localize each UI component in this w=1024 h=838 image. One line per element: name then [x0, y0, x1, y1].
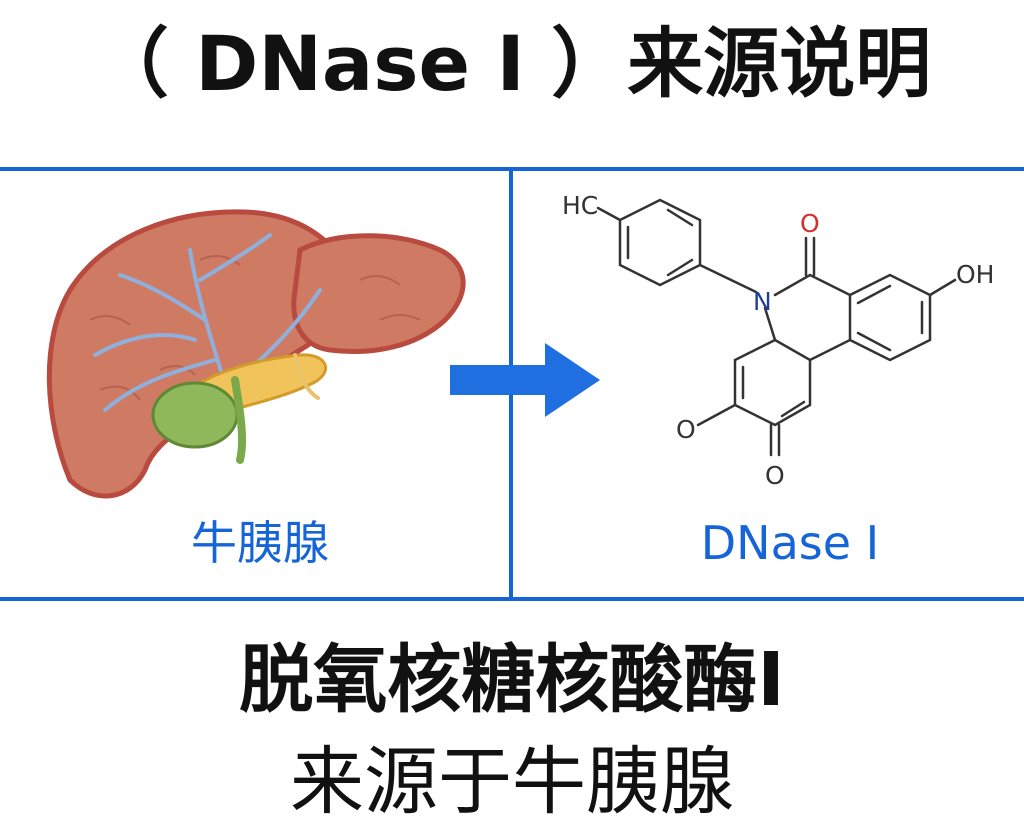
atom-methyl: HC [562, 191, 598, 220]
bond-hydroxyl [928, 278, 957, 297]
molecule-structure: HC N O OH O O [562, 191, 994, 490]
arrow-icon [450, 343, 600, 417]
enzyme-label: DNase I [700, 516, 880, 570]
bond-lower-ring [733, 338, 812, 427]
atom-ketone-oxygen: O [765, 461, 785, 490]
liver-texture [89, 255, 421, 401]
vessel-network [93, 233, 322, 412]
bond-methyl [596, 206, 622, 222]
atom-nitrogen: N [753, 287, 772, 316]
bile-duct [231, 376, 247, 464]
bond-phenyl-double [626, 208, 694, 277]
bond-n-ring [763, 306, 777, 342]
ligament [293, 353, 320, 400]
bond-phenyl-n [698, 263, 758, 294]
organ-illustration [46, 209, 466, 499]
bond-right-ring [848, 273, 932, 362]
gallbladder [151, 381, 239, 449]
source-label: 牛胰腺 [191, 516, 329, 570]
bond-oxy-left [696, 403, 737, 427]
bond-right-ring-double [856, 284, 924, 352]
bond-phenyl-ring [618, 198, 702, 287]
enzyme-chinese-name: 脱氧核糖核酸酶I [239, 637, 785, 723]
atom-hydroxyl: OH [956, 260, 994, 289]
atom-oxy-left: O [676, 415, 696, 444]
bond-lower-ring-double [741, 365, 806, 418]
bond-lactam-ring [773, 273, 852, 362]
atom-carbonyl-oxygen: O [800, 209, 820, 238]
page-title: （ DNase I ）来源说明 [92, 19, 932, 108]
liver-left-lobe [291, 233, 466, 354]
source-statement: 来源于牛胰腺 [290, 739, 734, 825]
